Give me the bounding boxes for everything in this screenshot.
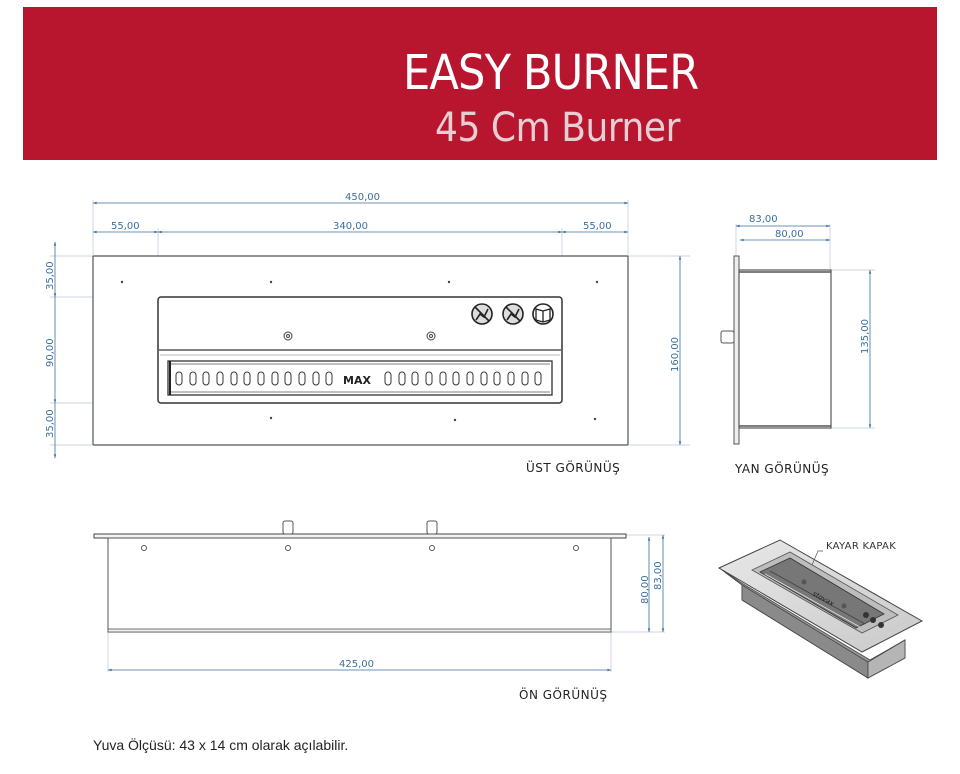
top-view-label: ÜST GÖRÜNÜŞ xyxy=(526,461,621,475)
manual-book-icon xyxy=(532,303,554,325)
top-view: 450,00 55,00 340,00 55,00 35,00 90,00 35… xyxy=(45,192,690,459)
dim-front-width: 425,00 xyxy=(339,659,374,670)
product-subtitle: 45 Cm Burner xyxy=(435,105,680,151)
cutout-size-note: Yuva Ölçüsü: 43 x 14 cm olarak açılabili… xyxy=(93,737,349,753)
dim-overall-width: 450,00 xyxy=(345,192,380,203)
side-view-label: YAN GÖRÜNÜŞ xyxy=(735,462,830,476)
dim-top-margin: 35,00 xyxy=(45,261,56,290)
no-flame-icon xyxy=(471,303,493,325)
isometric-view: stovax xyxy=(717,539,924,679)
front-view: 425,00 80,00 83,00 xyxy=(93,520,665,672)
dim-depth-inner: 80,00 xyxy=(775,229,804,240)
product-title: EASY BURNER xyxy=(403,45,699,101)
header-banner: EASY BURNER 45 Cm Burner xyxy=(23,7,937,160)
side-view: 83,00 80,00 135,00 xyxy=(720,214,875,445)
front-view-label: ÖN GÖRÜNÜŞ xyxy=(519,688,608,702)
dim-height: 160,00 xyxy=(670,337,681,372)
dim-middle: 90,00 xyxy=(45,338,56,367)
dim-front-height-outer: 83,00 xyxy=(653,561,664,590)
dim-inner-width: 340,00 xyxy=(333,221,368,232)
sliding-cover-callout: KAYAR KAPAK xyxy=(826,541,897,552)
dim-front-height-inner: 80,00 xyxy=(640,575,651,604)
dim-side-height: 135,00 xyxy=(860,319,871,354)
dim-left-margin: 55,00 xyxy=(111,221,140,232)
dim-right-margin: 55,00 xyxy=(583,221,612,232)
dim-depth-outer: 83,00 xyxy=(749,214,778,225)
max-label: MAX xyxy=(343,374,371,387)
no-flame-icon xyxy=(502,303,524,325)
fuel-level-slots xyxy=(175,371,542,386)
dim-bottom-margin: 35,00 xyxy=(45,409,56,438)
